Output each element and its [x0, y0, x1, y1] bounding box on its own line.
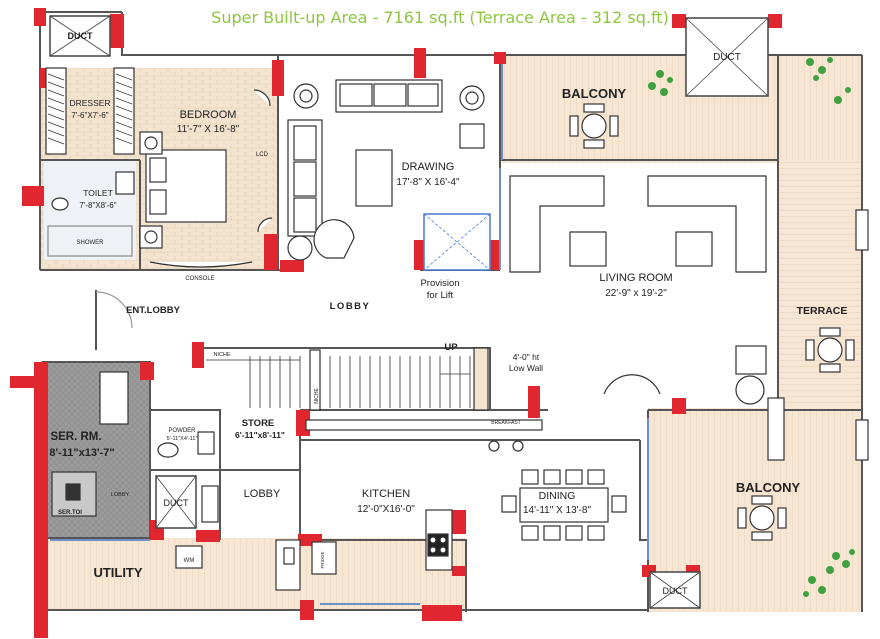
powder-name: POWDER — [169, 428, 197, 434]
lobby-kitchen-label: LOBBY — [244, 488, 281, 500]
servant-room-name: SER. RM. — [50, 431, 101, 443]
dresser-name: DRESSER — [69, 98, 110, 108]
plant-icon — [806, 57, 833, 81]
breakfast-label: BREAKFAST — [491, 420, 520, 426]
niche-mid-label: NICHE — [314, 388, 320, 404]
low-wall-line2: Low Wall — [509, 363, 543, 373]
plant-icon — [803, 576, 826, 597]
room-labels: DUCT DUCT DUCT DUCT DRESSER 7'-6"X7'-6" … — [49, 31, 847, 596]
plan-title: Super Built-up Area - 7161 sq.ft (Terrac… — [211, 8, 669, 27]
duct-mid-label: DUCT — [164, 498, 189, 508]
living-room-size: 22'-9" x 19'-2" — [605, 288, 667, 299]
plant-icon — [648, 70, 673, 96]
toilet-size: 7'-8"X8'-6" — [79, 201, 116, 210]
ent-lobby-label: ENT.LOBBY — [126, 305, 181, 316]
duct-top-right-label: DUCT — [713, 52, 741, 63]
lift-label-line2: for Lift — [427, 290, 454, 301]
utility-floor — [46, 538, 466, 610]
furniture — [45, 67, 869, 591]
plant-icon — [834, 87, 851, 104]
duct-bottom-label: DUCT — [663, 586, 688, 596]
lcd-label: LCD — [256, 152, 269, 158]
glazing — [50, 64, 649, 605]
utility-label: UTILITY — [93, 565, 142, 580]
ducts — [49, 15, 769, 609]
red-columns — [10, 8, 782, 638]
store-name: STORE — [242, 418, 275, 429]
duct-top-left-label: DUCT — [68, 31, 93, 41]
plant-icon — [826, 549, 855, 574]
bedroom-size: 11'-7" X 16'-8" — [177, 124, 240, 135]
up-label: UP — [444, 342, 458, 353]
dining-table — [519, 487, 609, 523]
low-wall-line1: 4'-0" ht — [513, 352, 540, 362]
store-size: 6'-11"x8'-11" — [235, 430, 285, 440]
niche-left-label: NICHE — [213, 352, 230, 358]
lift-label-line1: Provision — [420, 278, 459, 289]
kitchen-size: 12'-0"X16'-0" — [357, 504, 415, 515]
shower-label: SHOWER — [77, 240, 105, 246]
powder-size: 5'-11"X4'-11" — [167, 436, 198, 442]
drawing-name: DRAWING — [402, 161, 455, 173]
servant-room-size: 8'-11"x13'-7" — [49, 447, 114, 459]
balcony-top-floor — [502, 55, 862, 163]
living-room-name: LIVING ROOM — [599, 272, 672, 284]
kitchen-name: KITCHEN — [362, 488, 410, 500]
servant-toilet-label: SER.TOI — [58, 510, 82, 516]
terrace-label: TERRACE — [797, 305, 848, 317]
lobby-servant-label: LOBBY — [111, 492, 130, 498]
lobby-main-label: LOBBY — [330, 301, 371, 312]
toilet-name: TOILET — [83, 188, 113, 198]
plants — [648, 57, 855, 597]
dresser-size: 7'-6"X7'-6" — [71, 111, 108, 120]
sectional-left — [509, 175, 605, 273]
coffee-table — [355, 149, 393, 207]
balcony-top-label: BALCONY — [562, 86, 627, 101]
dining-size: 14'-11" X 13'-8" — [523, 505, 591, 516]
console-label: CONSOLE — [185, 276, 214, 282]
bedroom-name: BEDROOM — [180, 109, 237, 121]
drawing-size: 17'-8" X 16'-4" — [396, 177, 460, 188]
sectional-right — [647, 175, 767, 273]
balcony-bottom-label: BALCONY — [736, 480, 801, 495]
dining-name: DINING — [539, 490, 576, 502]
wm-label: WM — [184, 558, 195, 564]
fridge-label: FRIDGE — [320, 551, 325, 568]
